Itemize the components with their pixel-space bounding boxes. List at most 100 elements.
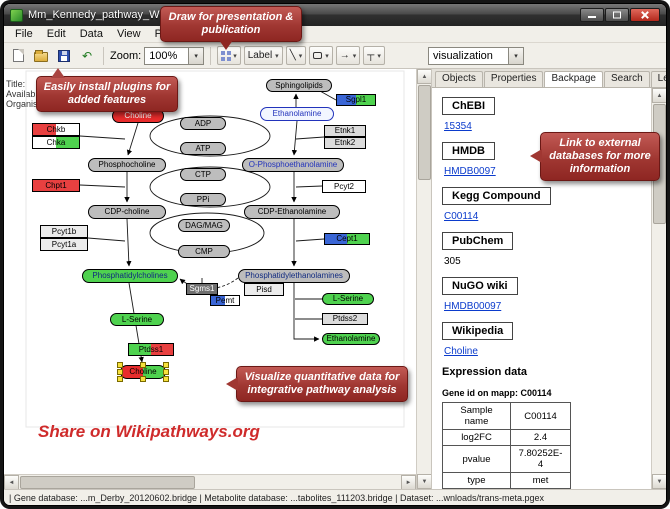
tab-backpage[interactable]: Backpage xyxy=(544,71,603,87)
node-l-serine[interactable]: L-Serine xyxy=(322,293,374,305)
chevron-down-icon: ▾ xyxy=(325,52,329,60)
node-pcyt2[interactable]: Pcyt2 xyxy=(322,180,366,193)
horizontal-scrollbar[interactable]: ◄ ► xyxy=(4,474,416,490)
tbar-icon: ┬ xyxy=(367,49,375,61)
expression-value-cell: 7.80252E-4 xyxy=(510,445,571,473)
scroll-right-icon: ► xyxy=(405,479,412,486)
selection-handle[interactable] xyxy=(117,362,123,368)
node-sphingolipids[interactable]: Sphingolipids xyxy=(266,79,332,92)
menu-edit[interactable]: Edit xyxy=(46,28,66,40)
close-button[interactable] xyxy=(630,8,660,22)
chevron-down-icon: ▾ xyxy=(233,52,237,60)
node-ethanolamine[interactable]: Ethanolamine xyxy=(322,333,380,345)
chevron-down-icon[interactable]: ▾ xyxy=(188,47,204,64)
node-cmp[interactable]: CMP xyxy=(178,245,230,258)
maximize-button[interactable] xyxy=(605,8,629,22)
vertical-scroll-thumb[interactable] xyxy=(418,85,431,180)
selection-handle[interactable] xyxy=(117,376,123,382)
panel-scroll-down-button[interactable]: ▼ xyxy=(652,474,666,489)
backpage-link-nugo-wiki[interactable]: HMDB00097 xyxy=(444,301,502,312)
node-pcyt1a[interactable]: Pcyt1a xyxy=(40,238,88,251)
selection-handle[interactable] xyxy=(140,362,146,368)
menu-view[interactable]: View xyxy=(116,28,141,40)
selection-handle[interactable] xyxy=(163,369,169,375)
node-ppi[interactable]: PPi xyxy=(180,193,226,206)
tab-legend[interactable]: Legend xyxy=(650,71,666,87)
visualization-value: visualization xyxy=(433,50,493,62)
menu-data[interactable]: Data xyxy=(79,28,103,40)
menu-file[interactable]: File xyxy=(15,28,33,40)
node-cdp-choline[interactable]: CDP-choline xyxy=(88,205,166,219)
tbar-tool-button[interactable]: ┬ ▾ xyxy=(363,46,385,65)
node-cdp-ethanolamine[interactable]: CDP-Ethanolamine xyxy=(244,205,340,219)
selection-handle[interactable] xyxy=(140,376,146,382)
node-chkb[interactable]: Chkb xyxy=(32,123,80,136)
node-o-phosphoethanolamine[interactable]: O-Phosphoethanolamine xyxy=(242,158,344,172)
node-ctp[interactable]: CTP xyxy=(180,168,226,181)
visualization-combobox[interactable]: visualization ▾ xyxy=(428,47,524,65)
node-pcyt1b[interactable]: Pcyt1b xyxy=(40,225,88,238)
undo-button[interactable]: ↶ xyxy=(77,46,97,66)
menu-bar: FileEditDataViewPluginsHelp xyxy=(4,26,666,43)
status-text: | Gene database: ...m_Derby_20120602.bri… xyxy=(9,492,545,503)
vertical-scrollbar[interactable]: ▲ ▼ xyxy=(416,69,432,489)
open-file-button[interactable] xyxy=(31,46,51,66)
backpage-header-wikipedia: Wikipedia xyxy=(442,322,514,340)
scroll-left-button[interactable]: ◄ xyxy=(4,475,19,490)
undo-icon: ↶ xyxy=(81,48,93,63)
title-bar[interactable]: Mm_Kennedy_pathway_WP1771_45176.gp... xyxy=(4,4,666,26)
save-button[interactable] xyxy=(54,46,74,66)
node-chpt1[interactable]: Chpt1 xyxy=(32,179,80,192)
tab-objects[interactable]: Objects xyxy=(435,71,483,87)
zoom-combobox[interactable]: 100% ▾ xyxy=(144,46,205,65)
horizontal-scroll-thumb[interactable] xyxy=(20,476,195,489)
node-dag-mag[interactable]: DAG/MAG xyxy=(178,219,230,232)
label-tool-button[interactable]: Label ▾ xyxy=(243,46,283,65)
node-etnk1[interactable]: Etnk1 xyxy=(324,125,366,137)
expression-key-cell: type xyxy=(442,472,511,489)
node-ethanolamine[interactable]: Ethanolamine xyxy=(260,107,334,121)
node-ptdss2[interactable]: Ptdss2 xyxy=(322,313,368,325)
chevron-down-icon[interactable]: ▾ xyxy=(508,48,523,64)
node-phosphatidylcholines[interactable]: Phosphatidylcholines xyxy=(82,269,178,283)
node-pemt[interactable]: Pemt xyxy=(210,295,240,306)
selection-handle[interactable] xyxy=(163,376,169,382)
node-cept1[interactable]: Cept1 xyxy=(324,233,370,245)
line-tool-button[interactable]: ╲ ▾ xyxy=(285,46,307,65)
selection-handle[interactable] xyxy=(163,362,169,368)
shape-tool-button[interactable]: ▾ xyxy=(309,46,333,65)
node-sgpl1[interactable]: Sgpl1 xyxy=(336,94,376,106)
node-phosphatidylethanolamines[interactable]: Phosphatidylethanolamines xyxy=(238,269,350,283)
backpage-link-wikipedia[interactable]: Choline xyxy=(444,346,478,357)
new-file-button[interactable] xyxy=(8,46,28,66)
selection-handle[interactable] xyxy=(117,369,123,375)
backpage-link-kegg-compound[interactable]: C00114 xyxy=(444,211,479,222)
node-pisd[interactable]: Pisd xyxy=(244,283,284,296)
backpage-link-chebi[interactable]: 15354 xyxy=(444,121,472,132)
node-etnk2[interactable]: Etnk2 xyxy=(324,137,366,149)
arrow-tool-button[interactable]: → ▾ xyxy=(335,46,361,65)
scroll-down-button[interactable]: ▼ xyxy=(417,474,432,489)
window-title: Mm_Kennedy_pathway_WP1771_45176.gp... xyxy=(28,9,253,21)
scroll-right-button[interactable]: ► xyxy=(401,475,416,490)
node-adp[interactable]: ADP xyxy=(180,117,226,130)
node-chka[interactable]: Chka xyxy=(32,136,80,149)
node-ptdss1[interactable]: Ptdss1 xyxy=(128,343,174,356)
node-l-serine[interactable]: L-Serine xyxy=(110,313,164,326)
node-atp[interactable]: ATP xyxy=(180,142,226,155)
save-icon xyxy=(58,49,70,62)
node-phosphocholine[interactable]: Phosphocholine xyxy=(88,158,166,172)
scroll-up-button[interactable]: ▲ xyxy=(417,69,432,84)
minimize-button[interactable] xyxy=(580,8,604,22)
node-sgms1[interactable]: Sgms1 xyxy=(186,283,218,295)
backpage-link-hmdb[interactable]: HMDB0097 xyxy=(444,166,496,177)
tab-search[interactable]: Search xyxy=(603,71,650,87)
panel-scroll-up-button[interactable]: ▲ xyxy=(652,88,666,103)
tab-properties[interactable]: Properties xyxy=(483,71,544,87)
pathway-edges xyxy=(25,70,405,428)
